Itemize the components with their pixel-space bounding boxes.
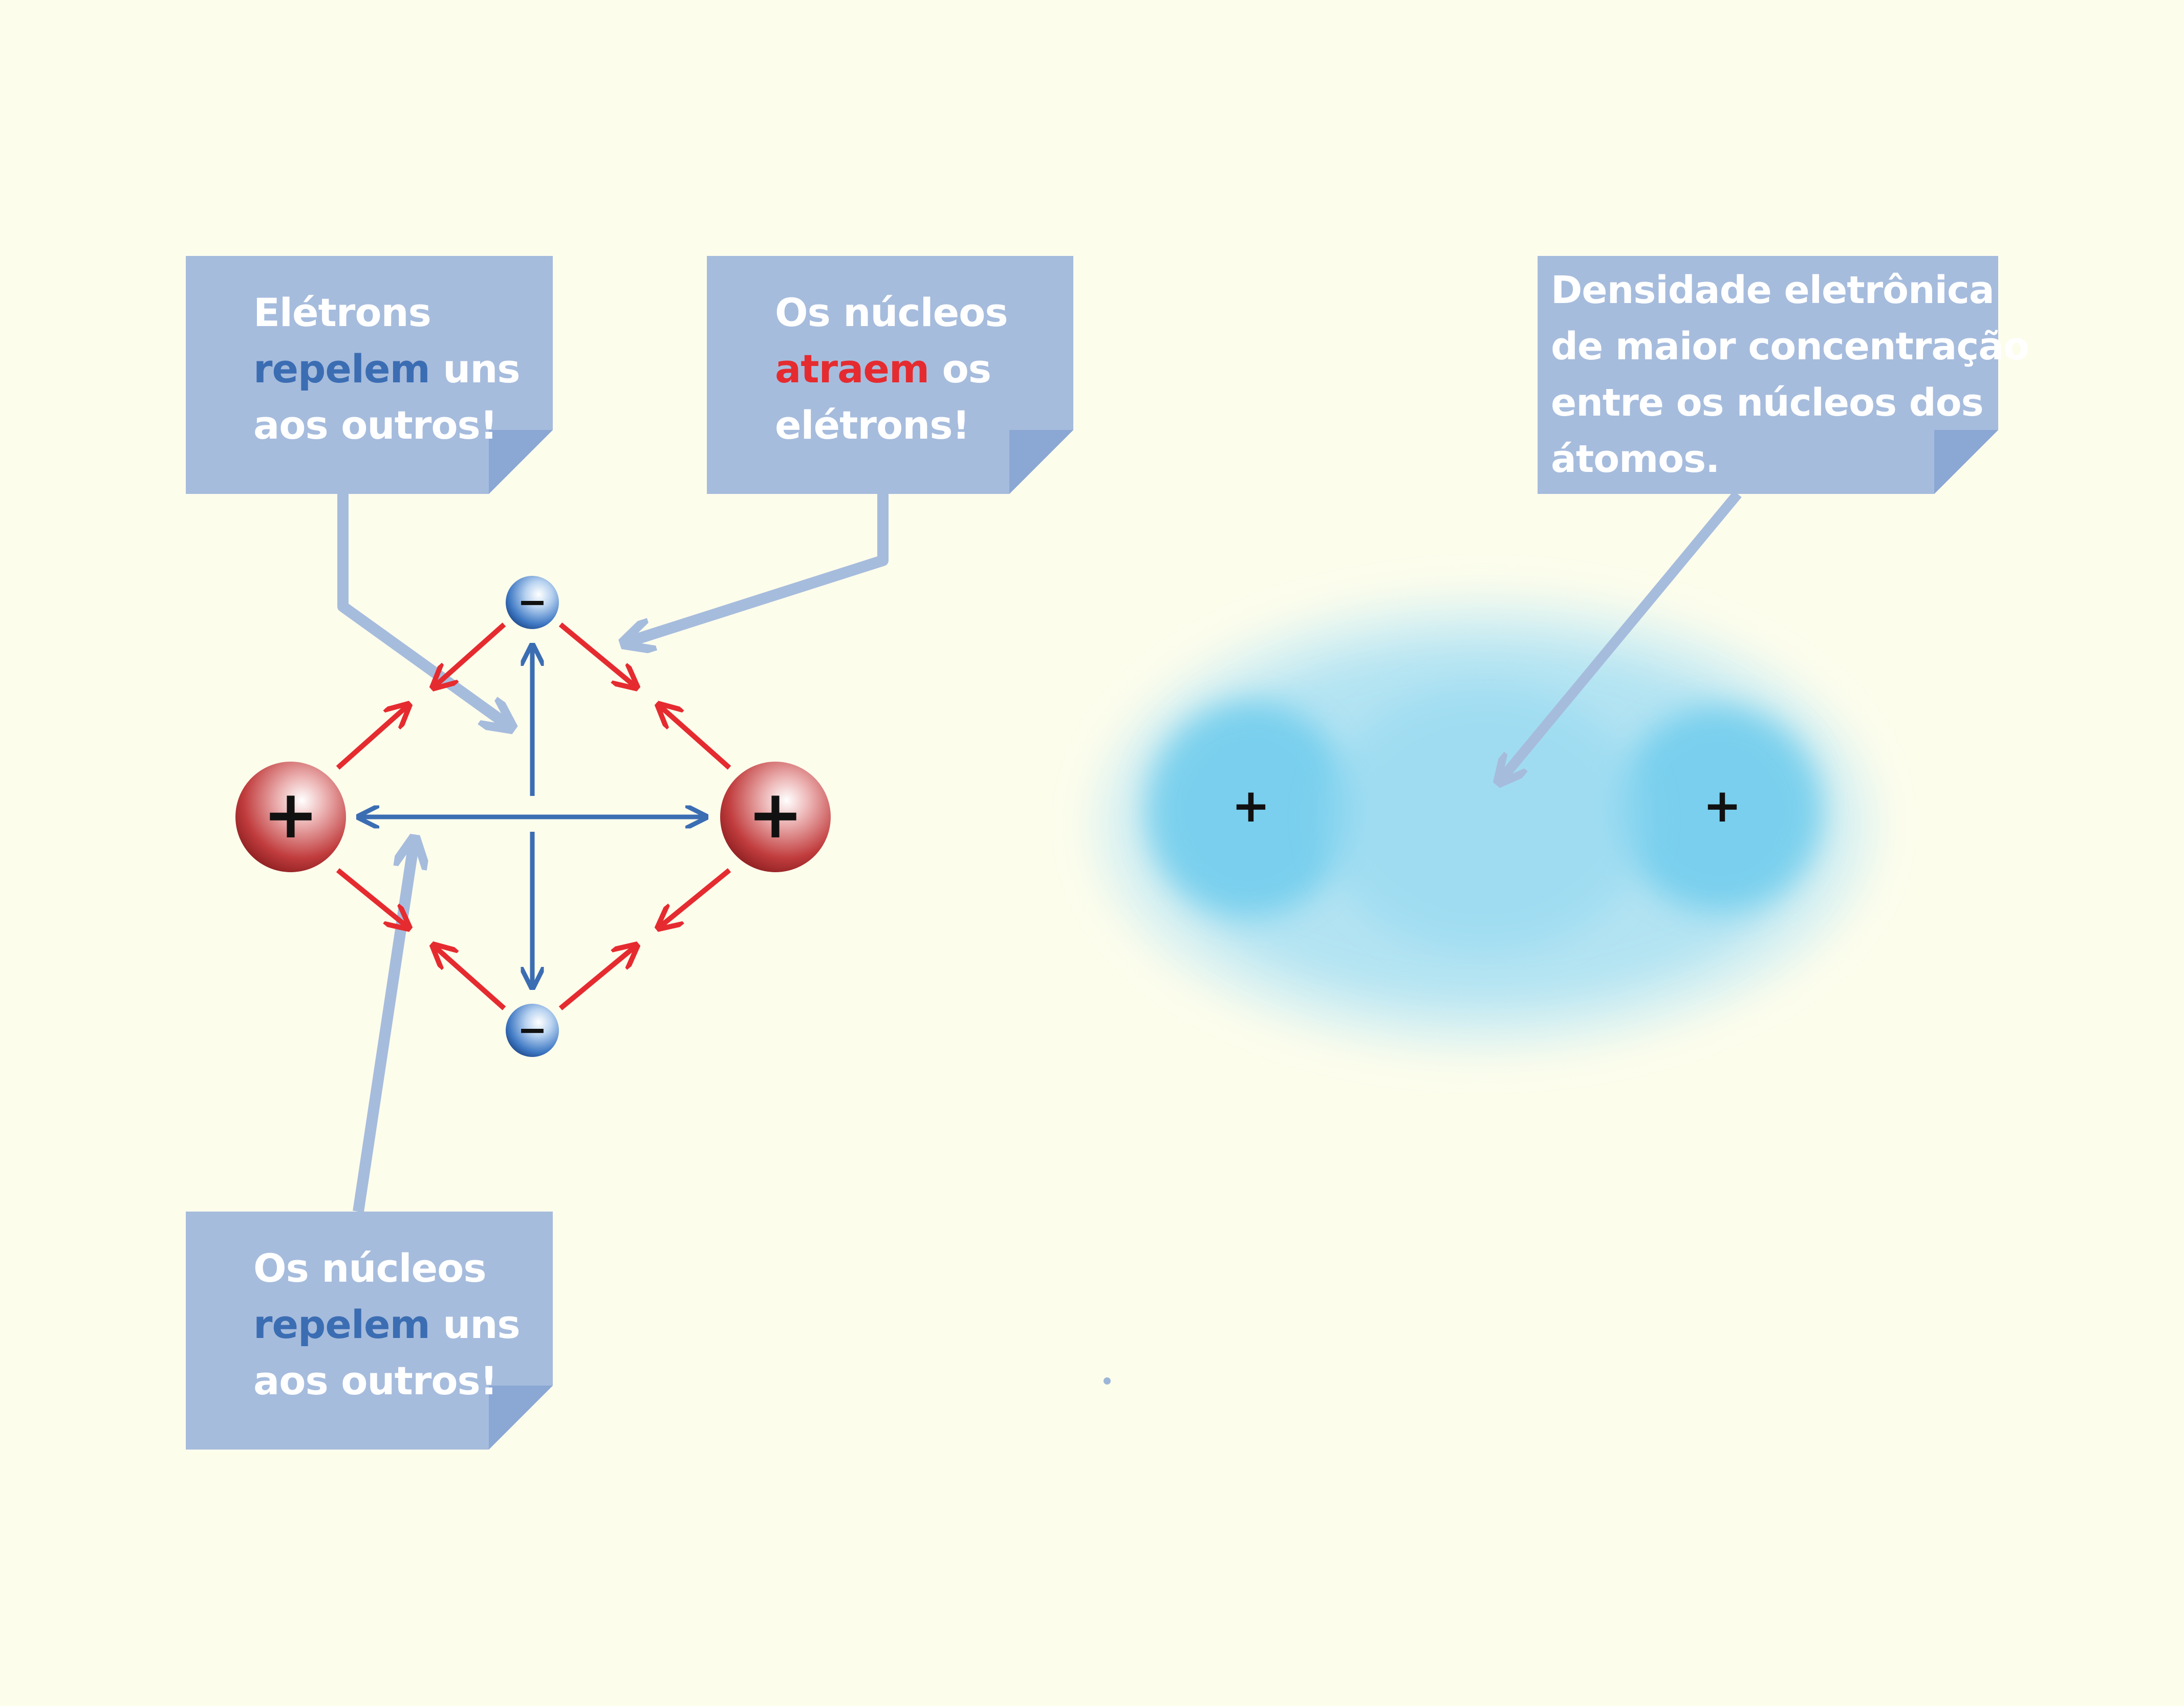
note-line: Os núcleos: [775, 290, 1008, 335]
keyword-repel: repelem: [253, 1302, 430, 1347]
note-line: aos outros!: [253, 1358, 498, 1403]
stray-dot: [1104, 1377, 1111, 1385]
attraction-arrow-bottom-electron-left: [435, 947, 506, 1010]
note-nuclei-repel: [186, 1212, 553, 1450]
keyword-attract: atraem: [775, 346, 929, 392]
attraction-arrow-top-electron-left: [435, 622, 506, 686]
keyword-repel: repelem: [253, 346, 430, 392]
attraction-arrow-left-nucleus-top: [336, 706, 407, 770]
note-nuclei-attract: [707, 256, 1073, 494]
nucleus-right: +: [720, 762, 831, 872]
electron-top: −: [506, 576, 559, 629]
nucleus-left-sign: +: [263, 775, 319, 853]
note-line: uns: [429, 346, 520, 392]
attraction-arrows: [336, 622, 731, 1010]
cloud-nucleus-right-sign: +: [1703, 779, 1741, 833]
pointer-nuclei-attract: [630, 494, 889, 641]
note-line: entre os núcleos dos: [1551, 381, 1984, 425]
pointer-electrons-repel: [337, 494, 507, 724]
attraction-arrow-left-nucleus-bottom: [336, 868, 407, 926]
note-density: [1538, 256, 1998, 494]
attraction-arrow-bottom-electron-right: [558, 947, 635, 1010]
note-line: elétrons!: [775, 402, 970, 448]
repulsion-arrows: [361, 647, 704, 985]
electron-bottom-sign: −: [517, 1009, 548, 1051]
nucleus-left: +: [235, 762, 346, 872]
note-line: Densidade eletrônica: [1551, 268, 1995, 312]
note-line: os: [929, 346, 991, 392]
electron-top-sign: −: [517, 581, 548, 623]
attraction-arrow-right-nucleus-top: [660, 706, 731, 770]
note-density-text: Densidade eletrônica de maior concentraç…: [1551, 262, 2029, 487]
note-electrons-repel: [186, 256, 553, 494]
pointer-nuclei-repel: [353, 845, 414, 1213]
note-line: aos outros!: [253, 402, 498, 448]
note-line: átomos.: [1551, 437, 1720, 481]
note-nuclei-repel-text: Os núcleos repelem uns aos outros!: [253, 1240, 521, 1409]
note-nuclei-attract-text: Os núcleos atraem os elétrons!: [775, 285, 1008, 454]
electron-bottom: −: [506, 1004, 559, 1057]
electron-cloud: [1095, 599, 1873, 1049]
pointer-density: [1502, 490, 1742, 778]
attraction-arrow-top-electron-right: [558, 622, 635, 686]
cloud-nucleus-left-sign: +: [1231, 779, 1270, 833]
note-line: de maior concentração: [1551, 325, 2029, 369]
nucleus-right-sign: +: [748, 775, 804, 853]
attraction-arrow-right-nucleus-bottom: [660, 868, 731, 926]
note-electrons-repel-text: Elétrons repelem uns aos outros!: [253, 285, 521, 454]
note-line: Elétrons: [253, 290, 431, 335]
note-line: Os núcleos: [253, 1245, 487, 1291]
note-line: uns: [429, 1302, 520, 1347]
